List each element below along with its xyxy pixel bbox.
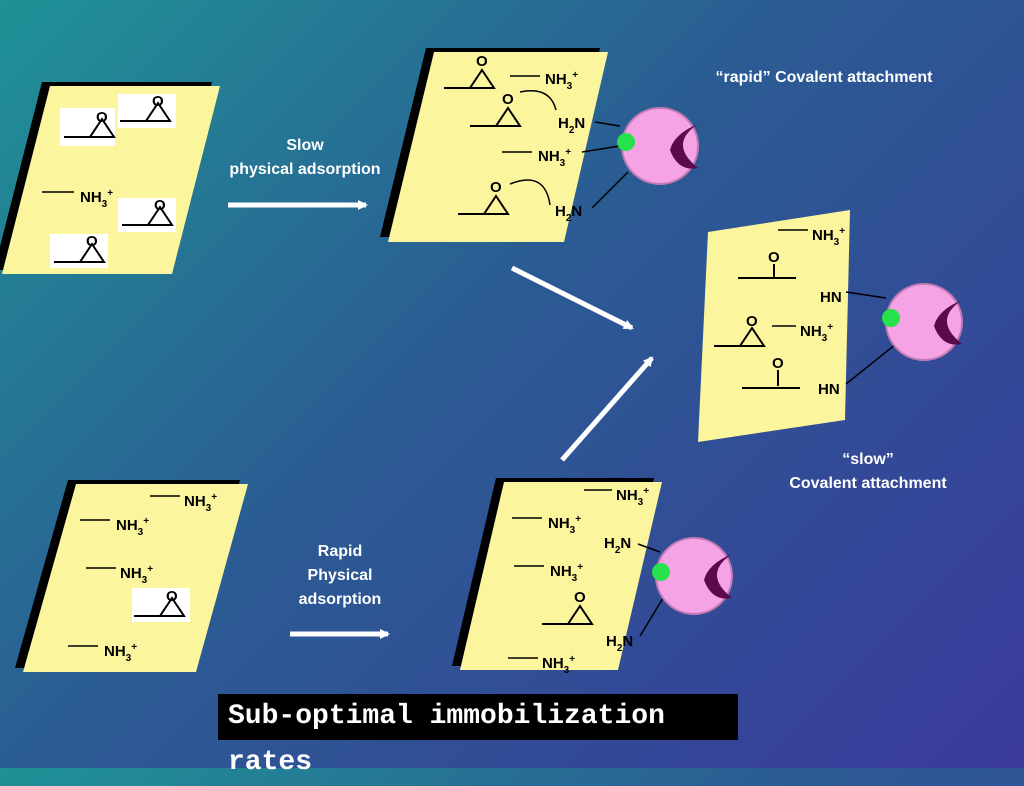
arrow-top-to-right (510, 265, 634, 331)
svg-text:H2N: H2N (558, 115, 585, 136)
svg-text:O: O (746, 313, 758, 330)
svg-text:NH3+: NH3+ (545, 70, 578, 92)
label-rapid-covalent: “rapid” Covalent attachment (715, 69, 933, 86)
svg-text:O: O (502, 91, 514, 108)
arrow-bottom-to-right (560, 356, 654, 462)
svg-text:NH3+: NH3+ (104, 642, 137, 664)
svg-text:O: O (476, 53, 488, 70)
svg-text:H2N: H2N (555, 203, 582, 224)
svg-text:NH3+: NH3+ (184, 492, 217, 514)
label-rapid-physical: Rapid Physical adsorption (298, 543, 382, 608)
panel-bottom-left: NH3+ NH3+ NH3+ O NH3+ (15, 480, 248, 672)
enzyme-top (617, 107, 699, 185)
svg-text:H2N: H2N (606, 633, 633, 654)
svg-text:HN: HN (818, 381, 840, 398)
svg-text:NH3+: NH3+ (542, 654, 575, 676)
panel-top-left: O O NH3+ O O (0, 82, 220, 274)
svg-text:NH3+: NH3+ (120, 564, 153, 586)
panel-top-middle: O NH3+ O H2N NH3+ O H2N (380, 48, 629, 242)
panel-bottom-middle: NH3+ NH3+ H2N NH3+ O H2N NH3+ (452, 478, 669, 676)
svg-text:O: O (768, 249, 780, 266)
svg-text:O: O (152, 93, 164, 110)
svg-text:O: O (96, 109, 108, 126)
enzyme-right (882, 283, 963, 361)
svg-text:O: O (772, 355, 784, 372)
svg-text:HN: HN (820, 289, 842, 306)
svg-text:NH3+: NH3+ (116, 516, 149, 538)
svg-text:O: O (154, 197, 166, 214)
svg-text:NH3+: NH3+ (80, 188, 113, 210)
svg-text:NH3+: NH3+ (550, 562, 583, 584)
svg-text:NH3+: NH3+ (800, 322, 833, 344)
enzyme-bottom (652, 537, 733, 615)
panel-right: NH3+ O HN O NH3+ O HN (698, 210, 897, 442)
svg-text:NH3+: NH3+ (538, 147, 571, 169)
diagram-canvas: O O NH3+ O O O NH3+ O H2N NH3+ O H2N (0, 48, 963, 676)
svg-text:O: O (490, 179, 502, 196)
label-slow-covalent: “slow” Covalent attachment (789, 451, 947, 492)
svg-text:O: O (574, 589, 586, 606)
svg-text:NH3+: NH3+ (812, 226, 845, 248)
banner-title: Sub-optimal immobilization rates (218, 694, 738, 778)
svg-text:NH3+: NH3+ (616, 486, 649, 508)
svg-text:H2N: H2N (604, 535, 631, 556)
svg-text:NH3+: NH3+ (548, 514, 581, 536)
label-slow-physical: Slow physical adsorption (229, 137, 381, 178)
svg-text:O: O (166, 588, 178, 605)
svg-text:O: O (86, 233, 98, 250)
